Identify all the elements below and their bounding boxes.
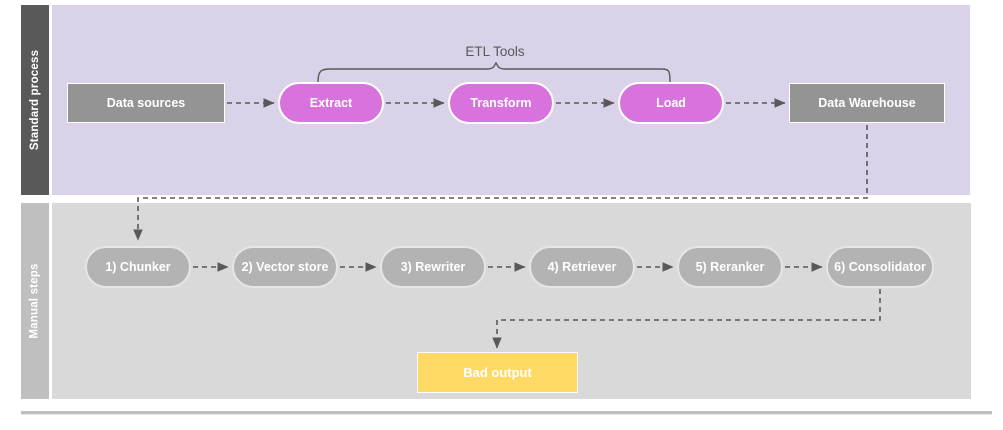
node-data-sources[interactable]: Data sources (67, 83, 225, 123)
node-vector-store[interactable]: 2) Vector store (232, 246, 338, 288)
node-data-warehouse[interactable]: Data Warehouse (789, 83, 945, 123)
node-bad-output[interactable]: Bad output (417, 352, 578, 393)
lane-standard-process-label: Standard process (21, 5, 49, 195)
bottom-divider (21, 411, 992, 415)
node-chunker[interactable]: 1) Chunker (85, 246, 191, 288)
lane-manual-steps-label: Manual steps (21, 203, 49, 399)
lane-manual-steps-text: Manual steps (29, 263, 42, 339)
node-rewriter[interactable]: 3) Rewriter (380, 246, 486, 288)
node-consolidator[interactable]: 6) Consolidator (826, 246, 934, 288)
node-reranker[interactable]: 5) Reranker (677, 246, 783, 288)
node-retriever[interactable]: 4) Retriever (529, 246, 635, 288)
node-transform[interactable]: Transform (448, 82, 554, 124)
etl-tools-label: ETL Tools (465, 44, 525, 59)
lane-standard-process-text: Standard process (29, 49, 41, 151)
node-extract[interactable]: Extract (278, 82, 384, 124)
node-load[interactable]: Load (618, 82, 724, 124)
